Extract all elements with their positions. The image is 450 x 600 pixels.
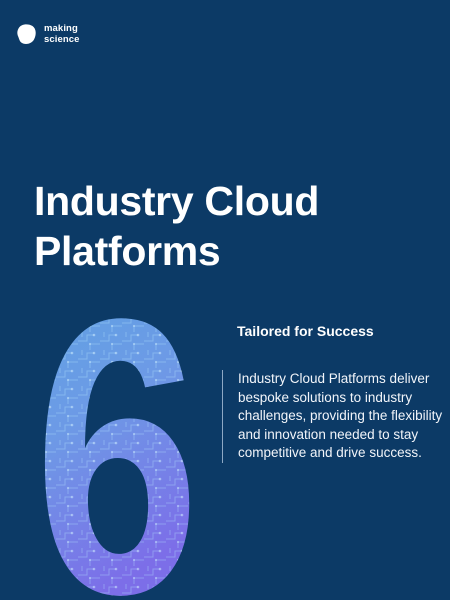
description-text: Industry Cloud Platforms deliver bespoke…: [238, 371, 443, 460]
page-title: Industry Cloud Platforms: [34, 176, 434, 276]
title-line-1: Industry Cloud: [34, 178, 320, 224]
description-block: Industry Cloud Platforms deliver bespoke…: [222, 370, 444, 463]
brand-wordmark: making science: [44, 23, 80, 45]
brand-line-2: science: [44, 34, 80, 45]
big-number-six: 6: [34, 296, 200, 600]
title-line-2: Platforms: [34, 228, 221, 274]
brand-logo[interactable]: making science: [14, 22, 80, 46]
section-subtitle: Tailored for Success: [237, 323, 374, 339]
brand-line-1: making: [44, 23, 78, 34]
making-science-blob-icon: [17, 24, 36, 44]
